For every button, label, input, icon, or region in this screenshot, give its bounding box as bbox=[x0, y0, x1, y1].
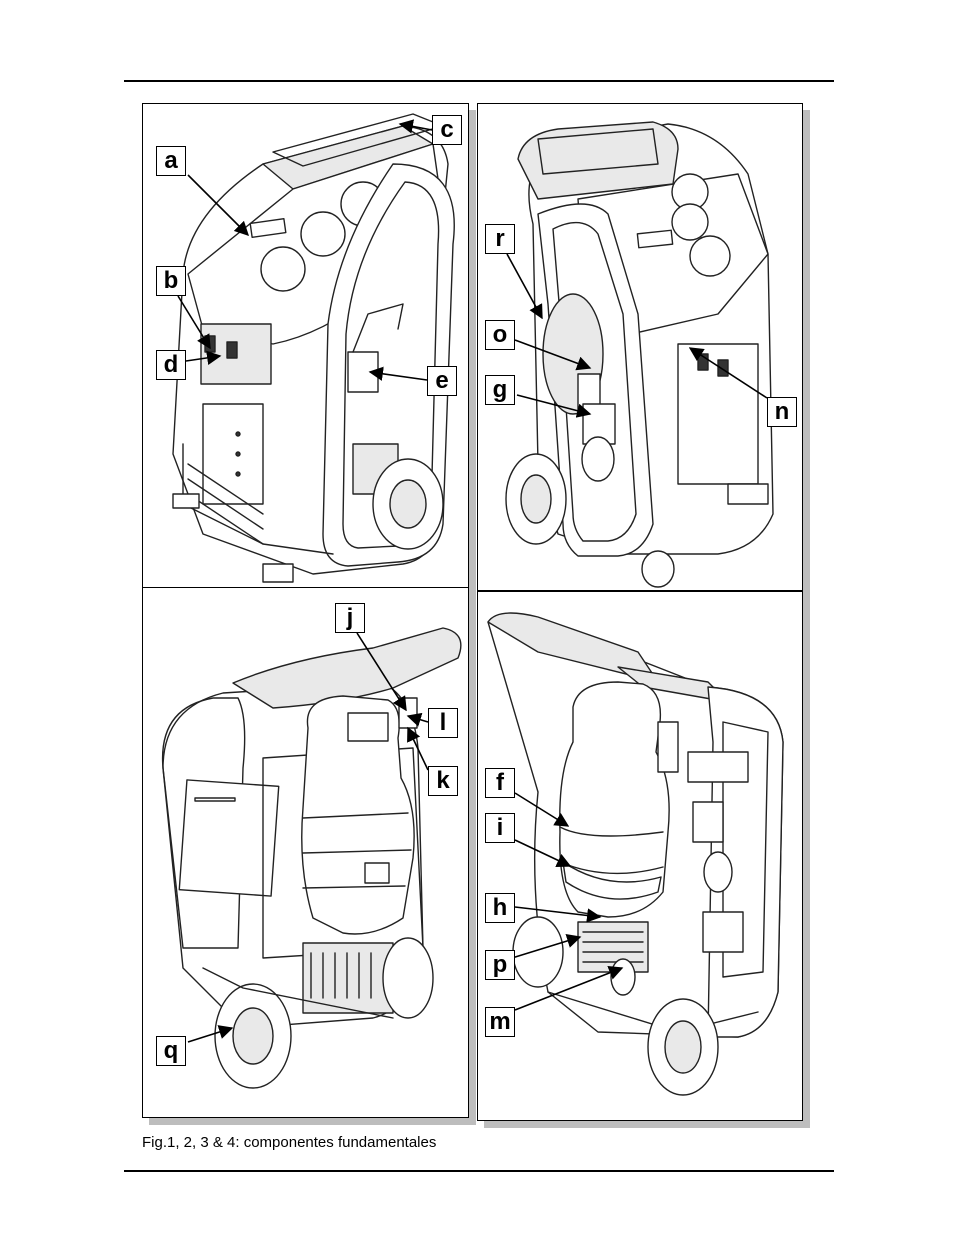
callout-d: d bbox=[156, 350, 186, 380]
callout-j: j bbox=[335, 603, 365, 633]
machine-side-drawing bbox=[478, 104, 802, 590]
callout-k: k bbox=[428, 766, 458, 796]
figure-panel-4-internal-view bbox=[477, 591, 803, 1121]
footer-rule bbox=[124, 1170, 834, 1172]
figure-panel-1-front-view bbox=[142, 103, 469, 589]
machine-front-drawing bbox=[143, 104, 468, 588]
callout-c: c bbox=[432, 115, 462, 145]
callout-m: m bbox=[485, 1007, 515, 1037]
callout-i: i bbox=[485, 813, 515, 843]
machine-rear-drawing bbox=[143, 588, 468, 1117]
callout-e: e bbox=[427, 366, 457, 396]
callout-p: p bbox=[485, 950, 515, 980]
callout-h: h bbox=[485, 893, 515, 923]
callout-l: l bbox=[428, 708, 458, 738]
callout-r: r bbox=[485, 224, 515, 254]
callout-f: f bbox=[485, 768, 515, 798]
header-rule bbox=[124, 80, 834, 82]
callout-o: o bbox=[485, 320, 515, 350]
figure-panel-3-rear-view bbox=[142, 587, 469, 1118]
figure-caption: Fig.1, 2, 3 & 4: componentes fundamental… bbox=[142, 1134, 436, 1151]
callout-b: b bbox=[156, 266, 186, 296]
callout-g: g bbox=[485, 375, 515, 405]
callout-n: n bbox=[767, 397, 797, 427]
machine-internal-drawing bbox=[478, 592, 802, 1120]
callout-q: q bbox=[156, 1036, 186, 1066]
callout-a: a bbox=[156, 146, 186, 176]
figure-panel-2-side-view bbox=[477, 103, 803, 591]
